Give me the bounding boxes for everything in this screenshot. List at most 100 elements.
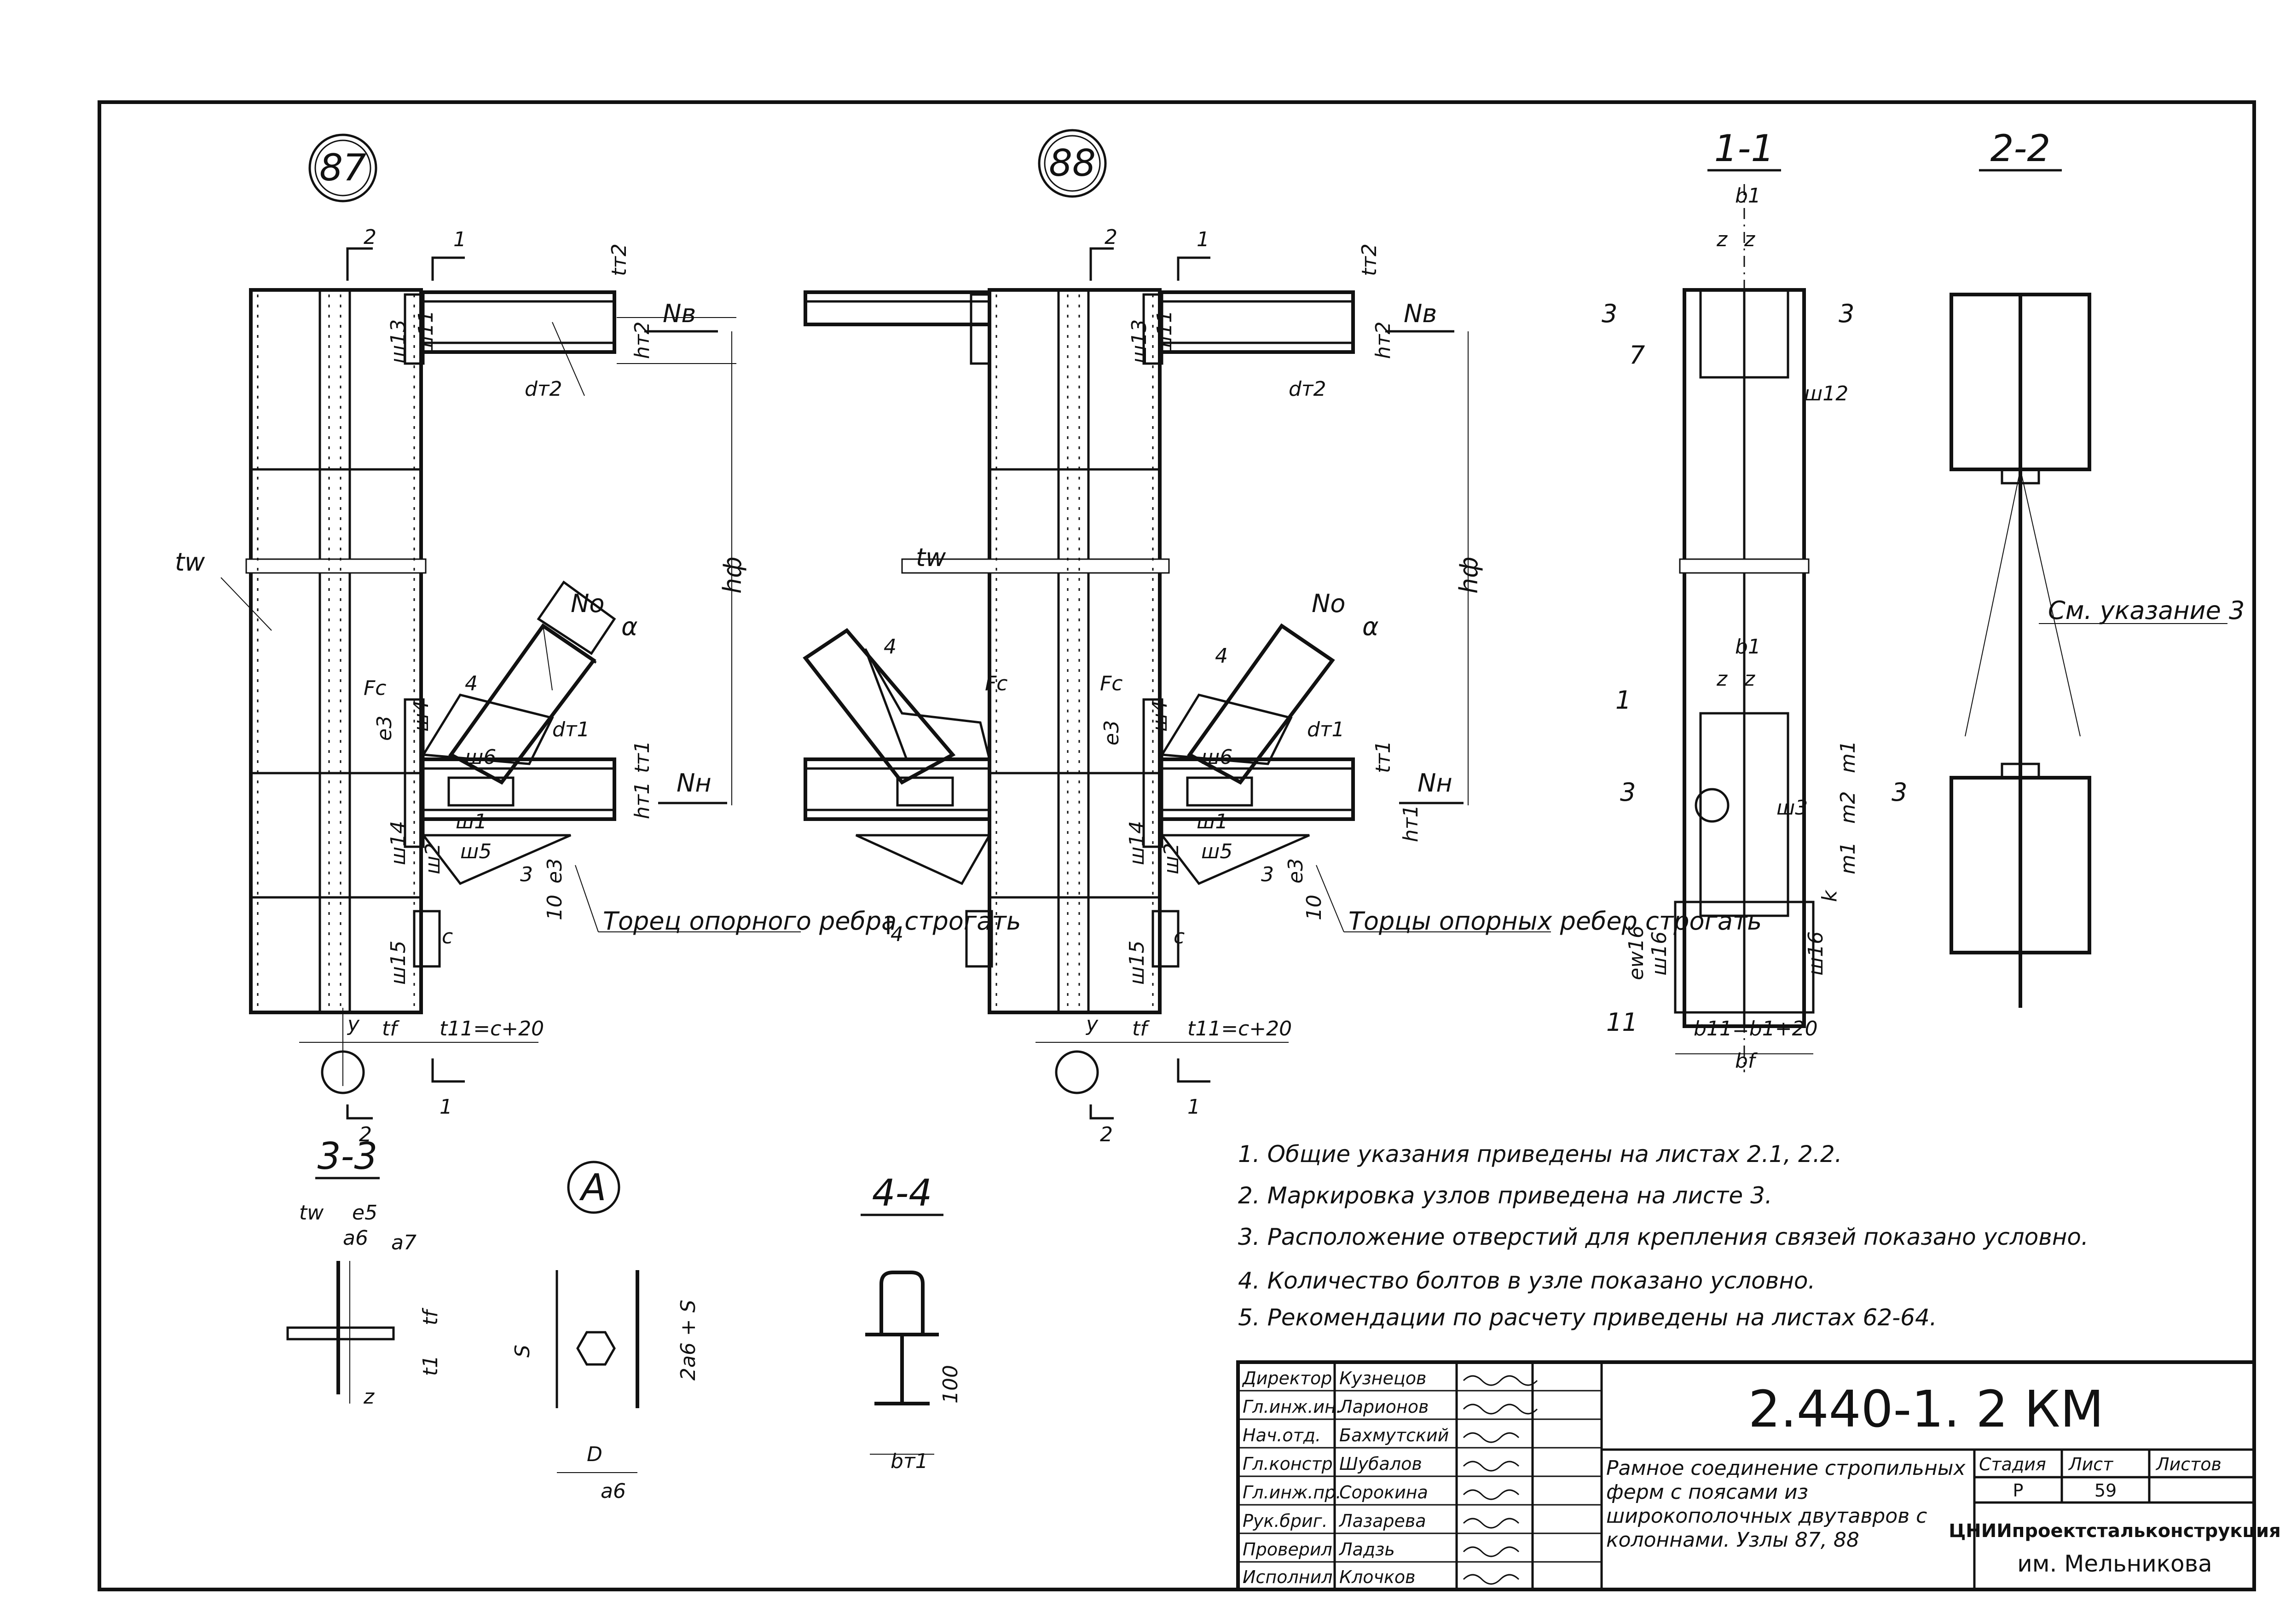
weld-sh14-88: ш14 (1125, 821, 1149, 865)
sheet-value: 59 (2094, 1480, 2117, 1501)
staff-name-5: Лазарева (1338, 1511, 1426, 1531)
dim-b1-mid: b1 (1735, 635, 1761, 659)
dim-hf-87: hф (718, 557, 747, 594)
label-y-88: y (1085, 1012, 1099, 1036)
label-dt1-87: dт1 (552, 718, 590, 741)
note-3: 3. Расположение отверстий для крепления … (1238, 1224, 2089, 1250)
drawing-code: 2.440-1. 2 КМ (1748, 1380, 2104, 1439)
note-torec-87: Торец опорного ребра строгать (603, 907, 1021, 936)
weld-sh4-88: ш4 (1148, 700, 1172, 732)
weld-sh11-88: ш11 (1153, 310, 1176, 354)
label-t11-88: t11=c+20 (1187, 1017, 1292, 1040)
top-chord-88-left (804, 290, 991, 326)
force-Nv-87: Nв (663, 299, 696, 328)
staff-name-4: Сорокина (1339, 1482, 1428, 1503)
weld-sh12: ш12 (1804, 382, 1848, 405)
label-tt1-88: tт1 (1371, 740, 1395, 773)
label-t11-87: t11=c+20 (440, 1017, 544, 1040)
staff-role-0: Директор (1242, 1368, 1332, 1388)
detail-A: A S 2a6 + S D a6 (511, 1161, 700, 1503)
part-10-88: 10 (1302, 895, 1326, 920)
force-No-87: No (571, 589, 604, 618)
top-chord-87 (419, 290, 616, 354)
label-tw-87: tw (175, 548, 205, 577)
force-Nv-88: Nв (1404, 299, 1437, 328)
support-rib-88-left (855, 834, 992, 885)
part-3-88: 3 (1261, 863, 1274, 886)
dim-z-mid-a: z (1716, 667, 1728, 691)
dim-m1-top: m1 (1836, 740, 1860, 773)
dim-z-top-a: z (1716, 228, 1728, 251)
dim-hf-88: hф (1454, 557, 1483, 594)
force-No-88: No (1312, 589, 1345, 618)
label-Fc-87: Fc (364, 676, 387, 700)
label-2a6S: 2a6 + S (677, 1300, 700, 1381)
label-tt2-87: tт2 (607, 243, 631, 276)
dim-bf: bf (1735, 1049, 1758, 1073)
section-1-1-title: 1-1 (1714, 127, 1775, 170)
sec-mark-4-88: 4 (891, 923, 903, 946)
label-S: S (511, 1345, 534, 1358)
label-tw-88: tw (916, 543, 946, 572)
label-y-87: y (347, 1012, 360, 1036)
weld-sh13-88: ш13 (1128, 319, 1151, 364)
staff-role-5: Рук.бриг. (1243, 1511, 1328, 1531)
label-ht1-87: hт1 (631, 781, 654, 819)
dim-m2: m2 (1836, 791, 1860, 824)
part-3-87: 3 (520, 863, 533, 886)
section-3-3: 3-3 tw e5 a6 a7 tf t1 z (286, 1135, 442, 1409)
label-Fc-88-left: Fc (985, 672, 1008, 695)
diagonal-brace-88-right (1187, 623, 1335, 785)
sec-mark-1-bot-87: 1 (440, 1095, 452, 1119)
label-D: D (587, 1443, 602, 1466)
staff-role-7: Исполнил (1243, 1567, 1333, 1587)
part-10-87: 10 (543, 895, 567, 920)
part-1: 1 (1615, 686, 1631, 715)
weld-sh2-88: ш2 (1160, 843, 1183, 874)
weld-sh3: ш3 (1776, 796, 1808, 820)
bottom-chord-88-left (804, 757, 991, 821)
label-e3-88: e3 (1100, 720, 1123, 746)
signatures (1463, 1375, 1538, 1585)
support-rib-87 (421, 834, 572, 885)
weld-sh13-87: ш13 (387, 319, 410, 364)
label-dt2-87: dт2 (525, 377, 562, 401)
node-88-view: 88 (803, 129, 1762, 1146)
part-4-88-left: 4 (884, 635, 897, 659)
label-t1-33: t1 (419, 1355, 442, 1376)
sec-mark-2-top-88: 2 (1105, 225, 1117, 249)
stage-value: Р (2013, 1480, 2024, 1501)
detail-A-label: A (579, 1166, 607, 1209)
label-tf-87: tf (382, 1017, 400, 1040)
staff-role-6: Проверил (1243, 1539, 1332, 1560)
staff-name-7: Клочков (1339, 1567, 1416, 1587)
label-ht2-88: hт2 (1371, 321, 1395, 359)
label-ht1-88: hт1 (1399, 804, 1423, 842)
weld-sh15-87: ш15 (387, 941, 410, 985)
weld-sh14-87: ш14 (387, 821, 410, 865)
dim-b11: b11=b1+20 (1694, 1017, 1818, 1040)
title-block: Директор Кузнецов Гл.инж.ин. Ларионов На… (1236, 1360, 2281, 1591)
node-87-label: 87 (319, 146, 366, 189)
section-2-2: 2-2 См. указание 3 (1950, 127, 2245, 1008)
staff-role-4: Гл.инж.пр. (1243, 1482, 1341, 1503)
diagonal-brace-88-left (803, 628, 956, 785)
label-tf-88: tf (1132, 1017, 1150, 1040)
label-Fc-88-right: Fc (1100, 672, 1123, 695)
drawing-title: Рамное соединение стропильных ферм с поя… (1606, 1456, 1966, 1552)
sec-3-mark-left-lower: 3 (1620, 778, 1636, 807)
dim-m1-bot: m1 (1836, 842, 1860, 874)
org-line-1: ЦНИИпроектстальконструкция (1949, 1520, 2281, 1542)
weld-sh5-87: ш5 (460, 840, 492, 863)
section-3-3-title: 3-3 (318, 1135, 378, 1178)
sec-mark-2-bot-87: 2 (359, 1123, 372, 1146)
label-tf-33: tf (419, 1307, 442, 1325)
weld-sh5-88: ш5 (1201, 840, 1232, 863)
weld-sh1-87: ш1 (456, 810, 487, 833)
node-87-marker (308, 133, 377, 202)
note-1: 1. Общие указания приведены на листах 2.… (1238, 1141, 1842, 1167)
support-rib-88-right (1159, 834, 1310, 885)
top-chord-88-right (1158, 290, 1355, 354)
note-5: 5. Рекомендации по расчету приведены на … (1238, 1304, 1937, 1331)
section-1-1: 1-1 3 3 7 ш12 b1 b1 z z z z 1 3 3 ш3 m1 … (1602, 127, 1907, 1073)
